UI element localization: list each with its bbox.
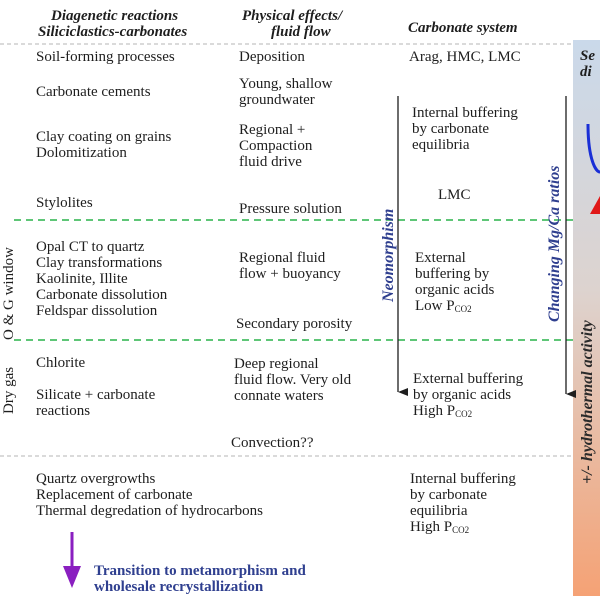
internal-buffering-1-line2: by carbonate [412,121,490,137]
header-diagenetic-1: Diagenetic reactions [51,8,179,24]
opal-ct-text: Opal CT to quartz [36,239,145,255]
mgca-ratios-label: Changing Mg/Ca ratios [546,165,563,323]
replacement-carbonate-text: Replacement of carbonate [36,487,193,503]
og-window-label: O & G window [1,247,17,340]
silicate-carbonate-text-1: Silicate + carbonate [36,387,156,403]
external-buffering-2-line2: by organic acids [413,387,512,403]
pressure-solution-text: Pressure solution [239,201,342,217]
thermal-degradation-text: Thermal degredation of hydrocarbons [36,503,263,519]
red-arrow-shape [590,196,600,214]
deep-regional-text: Deep regional [234,356,319,372]
high-pco2-text-1: High PCO2 [413,403,473,419]
secondary-porosity-text: Secondary porosity [236,316,353,332]
clay-coating-text: Clay coating on grains [36,129,172,145]
external-buffering-2-line1: External buffering [413,371,524,387]
carbonate-dissolution-text: Carbonate dissolution [36,287,168,303]
regional-fluid-text: Regional fluid [239,250,326,266]
compaction-text: Compaction [239,138,313,154]
header-carbonate: Carbonate system [408,20,518,36]
silicate-carbonate-text-2: reactions [36,403,91,419]
flow-buoyancy-text: flow + buoyancy [239,266,341,282]
feldspar-dissolution-text: Feldspar dissolution [36,303,158,319]
transition-text-1: Transition to metamorphism and [94,563,306,579]
external-buffering-1-line2: buffering by [415,266,490,282]
quartz-overgrowths-text: Quartz overgrowths [36,471,156,487]
header-physical-2: fluid flow [271,24,331,40]
dolomitization-text: Dolomitization [36,145,127,161]
internal-buffering-2-line2: by carbonate [410,487,488,503]
chlorite-text: Chlorite [36,355,86,371]
internal-buffering-2-line1: Internal buffering [410,471,516,487]
blue-curve-shape [586,123,600,174]
header-physical-1: Physical effects/ [242,8,343,24]
young-shallow-text: Young, shallow [239,76,333,92]
convection-text: Convection?? [231,435,314,451]
arag-hmc-lmc-text: Arag, HMC, LMC [409,49,521,65]
lmc-text: LMC [438,187,471,203]
external-buffering-1-line3: organic acids [415,282,495,298]
right-gradient-column [573,40,600,596]
very-old-text: fluid flow. Very old [234,372,352,388]
internal-buffering-1-line1: Internal buffering [412,105,518,121]
metamorphism-arrow-head [63,566,81,588]
neomorphism-label: Neomorphism [380,208,397,302]
low-pco2-text: Low PCO2 [415,298,472,314]
connate-waters-text: connate waters [234,388,324,404]
fluid-drive-text: fluid drive [239,154,302,170]
clay-transformations-text: Clay transformations [36,255,163,271]
regional-plus-text: Regional + [239,122,306,138]
right-box-label-1: Se [580,48,595,64]
header-diagenetic-2: Siliciclastics-carbonates [38,24,188,40]
external-buffering-1-line1: External [415,250,466,266]
groundwater-text: groundwater [239,92,315,108]
internal-buffering-1-line3: equilibria [412,137,470,153]
stylolites-text: Stylolites [36,195,93,211]
kaolinite-illite-text: Kaolinite, Illite [36,271,128,287]
carbonate-cements-text: Carbonate cements [36,84,151,100]
dry-gas-label: Dry gas [1,366,17,414]
transition-text-2: wholesale recrystallization [94,579,264,595]
internal-buffering-2-line3: equilibria [410,503,468,519]
deposition-text: Deposition [239,49,305,65]
high-pco2-text-2: High PCO2 [410,519,470,535]
right-box-label-2: di [580,64,592,80]
soil-forming-text: Soil-forming processes [36,49,175,65]
hydrothermal-label: +/- hydrothermal activity [579,320,596,484]
